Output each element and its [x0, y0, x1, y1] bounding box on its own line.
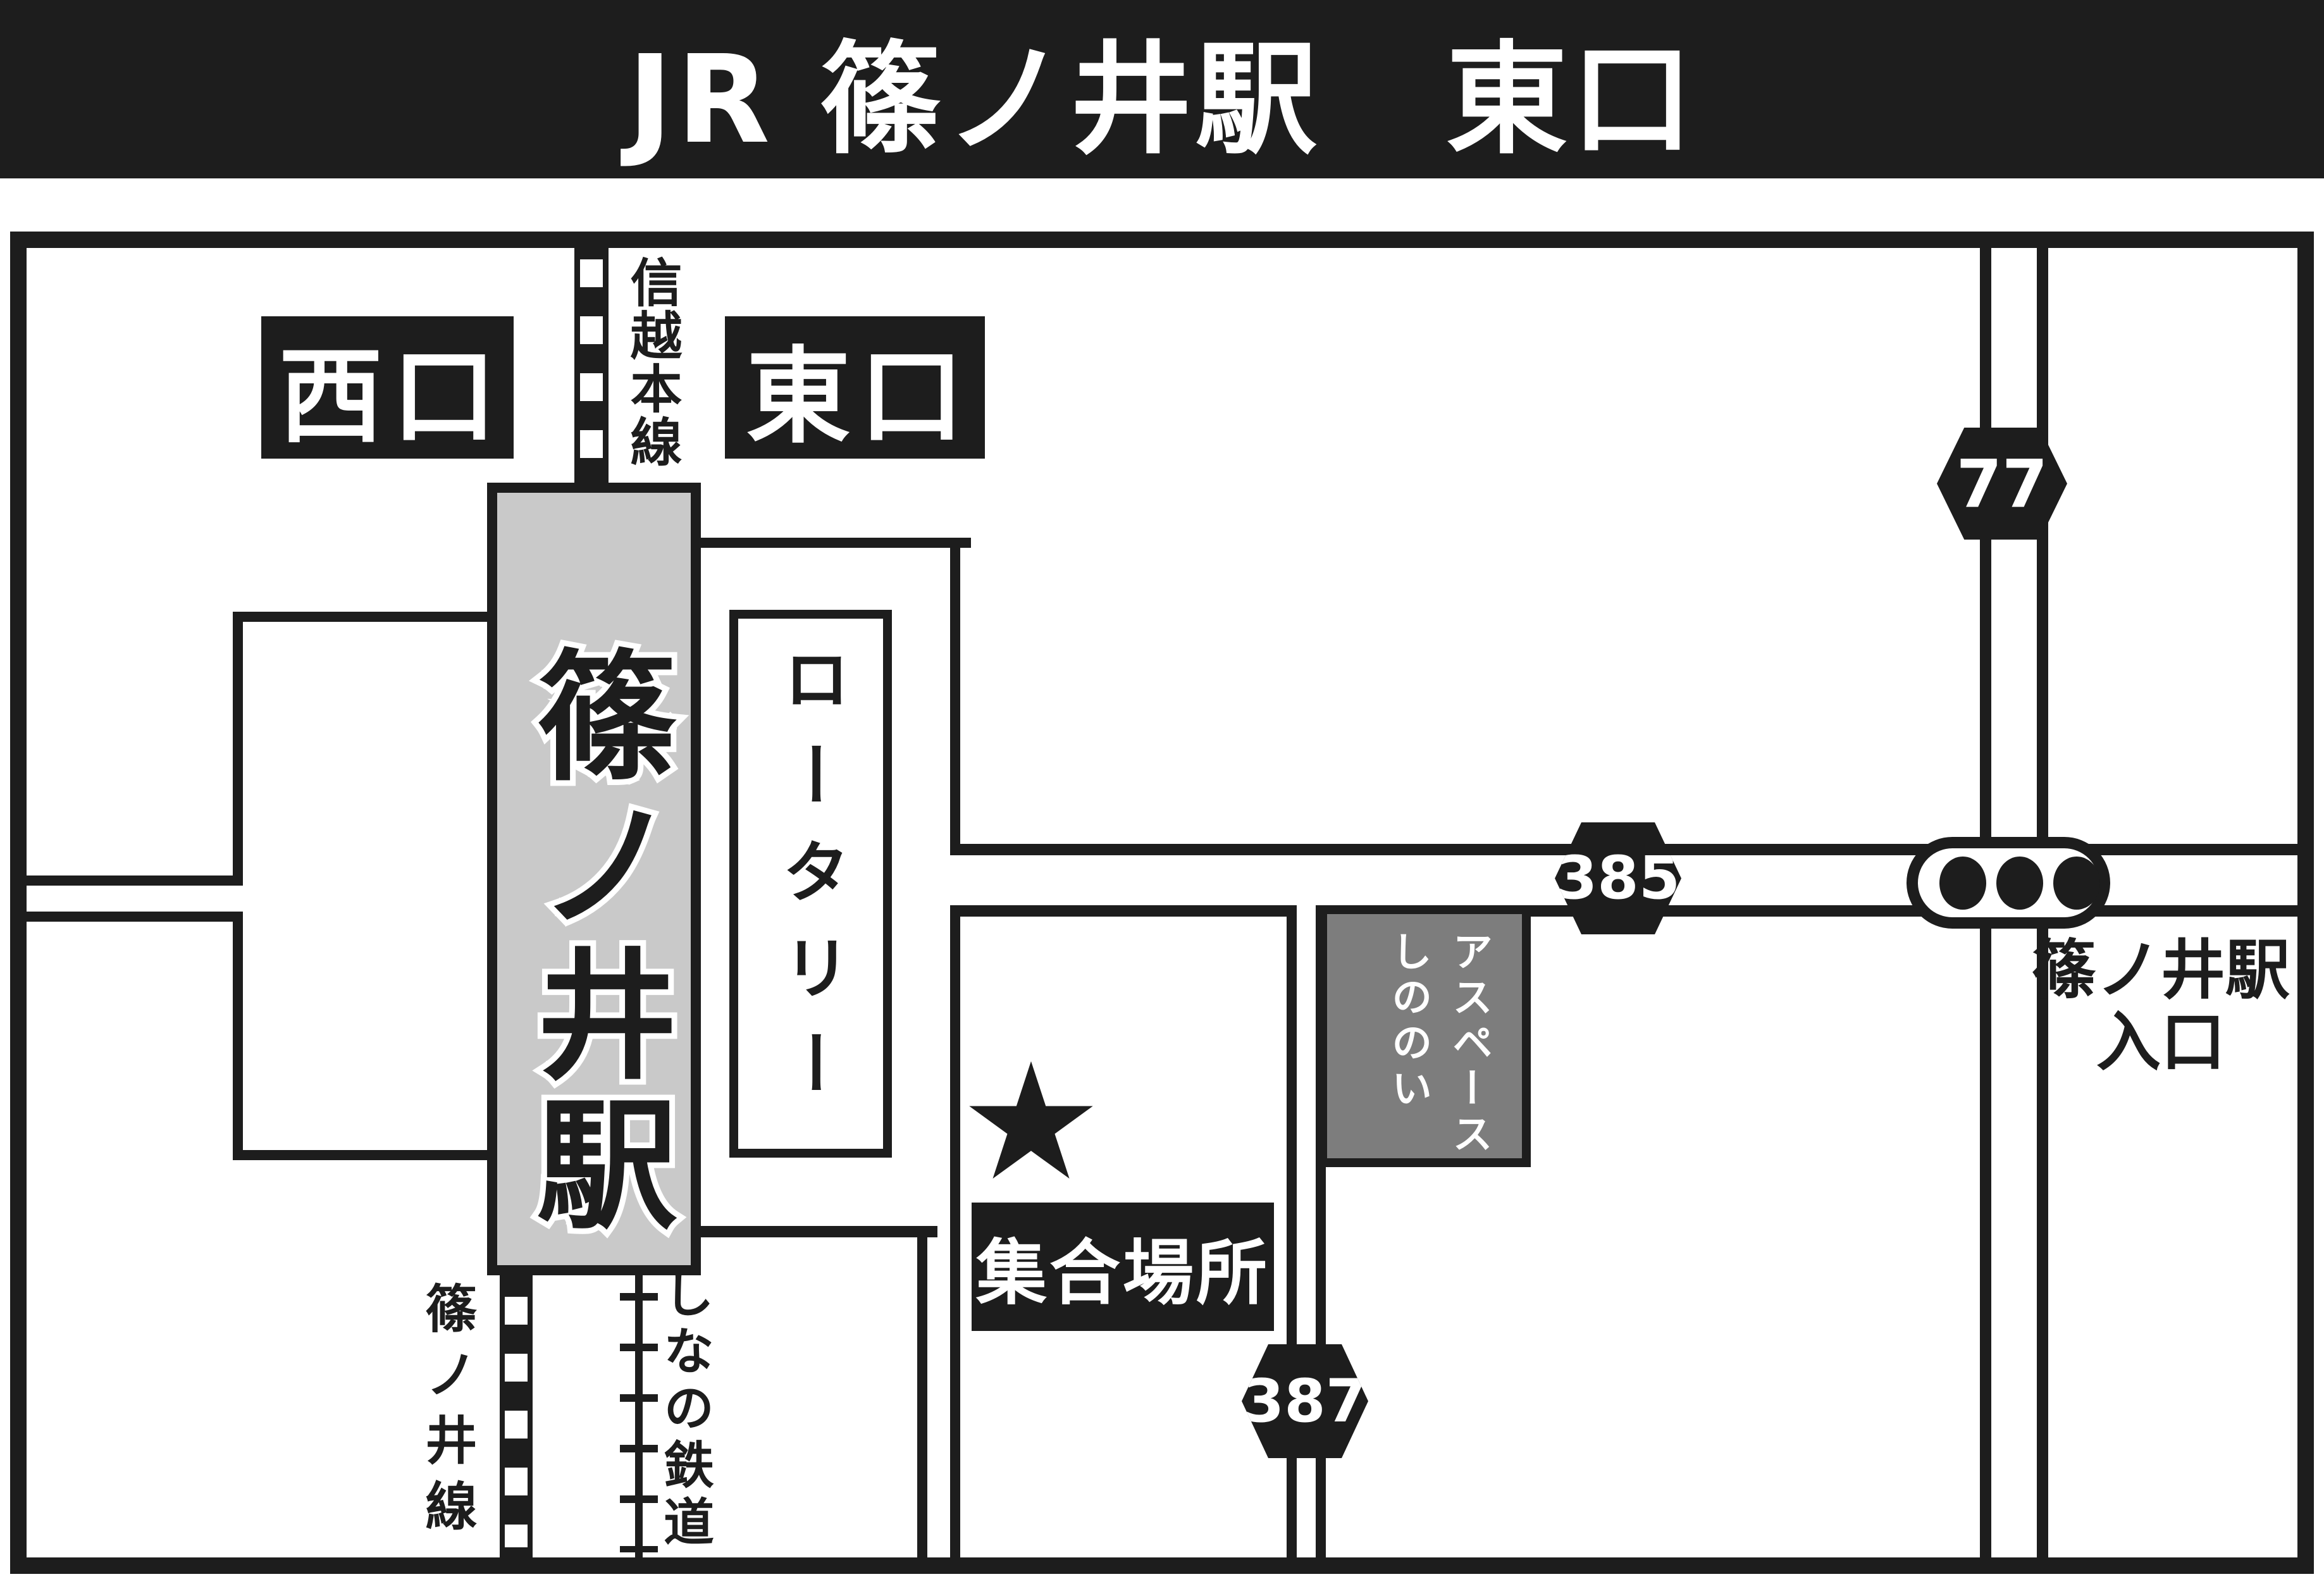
- rotary-area-right-edge: [950, 538, 960, 855]
- west-plaza-left-edge-lower: [233, 912, 243, 1160]
- west-exit-label: 西口: [278, 336, 505, 457]
- rotary-box: ロータリー: [729, 610, 892, 1158]
- rotary-label: ロータリー: [771, 644, 851, 1125]
- meeting-place-label: 集合場所: [976, 1232, 1270, 1315]
- station-name-outline: 篠ノ井駅: [507, 638, 681, 1246]
- traffic-light-icon: [1907, 837, 2110, 929]
- west-plaza-left-edge-upper: [233, 612, 243, 886]
- shinano-railway-line-icon: [620, 1275, 658, 1557]
- shinonoi-line-railway-icon: [500, 1275, 533, 1557]
- station-name-label: 篠ノ井駅: [512, 643, 676, 1241]
- aspace-label-line1: アスペース: [1445, 931, 1492, 1158]
- traffic-light-dot: [1996, 856, 2043, 910]
- west-road-north-edge: [27, 876, 243, 886]
- meeting-point-star-icon: ★: [958, 1029, 1104, 1216]
- meeting-block-west-edge: [950, 905, 960, 1557]
- traffic-light-dot: [1939, 856, 1986, 910]
- station-entrance-intersection-label: 篠ノ井駅 入口: [2022, 933, 2300, 1081]
- entrance-label-line2: 入口: [2096, 1005, 2225, 1081]
- railway-crossties: [580, 259, 603, 468]
- route-77-badge: 77: [1937, 428, 2067, 540]
- east-exit-box: 東口: [725, 316, 985, 459]
- shinonoi-line-label: 篠ノ井線: [416, 1282, 476, 1545]
- route387-west-edge: [1287, 905, 1297, 1557]
- entrance-label-line1: 篠ノ井駅: [2032, 933, 2290, 1008]
- aspace-label-line2: しののい: [1385, 931, 1431, 1113]
- page-title: JR 篠ノ井駅 東口: [627, 30, 1697, 171]
- route-387-badge: 387: [1242, 1344, 1368, 1458]
- shinetsu-line-railway-icon: [574, 235, 609, 493]
- rotary-area-top-edge: [701, 538, 971, 548]
- shinetsu-main-line-label: 信越本線: [621, 256, 681, 468]
- meeting-place-box: 集合場所: [972, 1203, 1274, 1331]
- station-front-south-edge: [701, 1226, 937, 1237]
- route-385-badge: 385: [1555, 822, 1681, 934]
- station-building: 篠ノ井駅 篠ノ井駅: [487, 483, 701, 1275]
- route385-south-edge-west: [950, 905, 1297, 917]
- aspace-shinonoi-label: アスペース しののい: [1378, 931, 1499, 1158]
- west-plaza-bottom-edge: [233, 1150, 487, 1160]
- railway-ticks: [620, 1293, 658, 1552]
- west-plaza-top-edge: [233, 612, 487, 622]
- aspace-shinonoi-building: アスペース しののい: [1318, 905, 1531, 1167]
- west-exit-box: 西口: [261, 316, 514, 459]
- railway-crossties: [505, 1297, 528, 1547]
- shinano-railway-label: しなの鉄道: [655, 1268, 714, 1552]
- alley-west-edge: [917, 1226, 927, 1557]
- east-exit-label: 東口: [746, 336, 973, 457]
- traffic-light-dot: [2053, 856, 2100, 910]
- title-banner: JR 篠ノ井駅 東口: [0, 0, 2324, 178]
- west-road-south-edge: [27, 912, 243, 922]
